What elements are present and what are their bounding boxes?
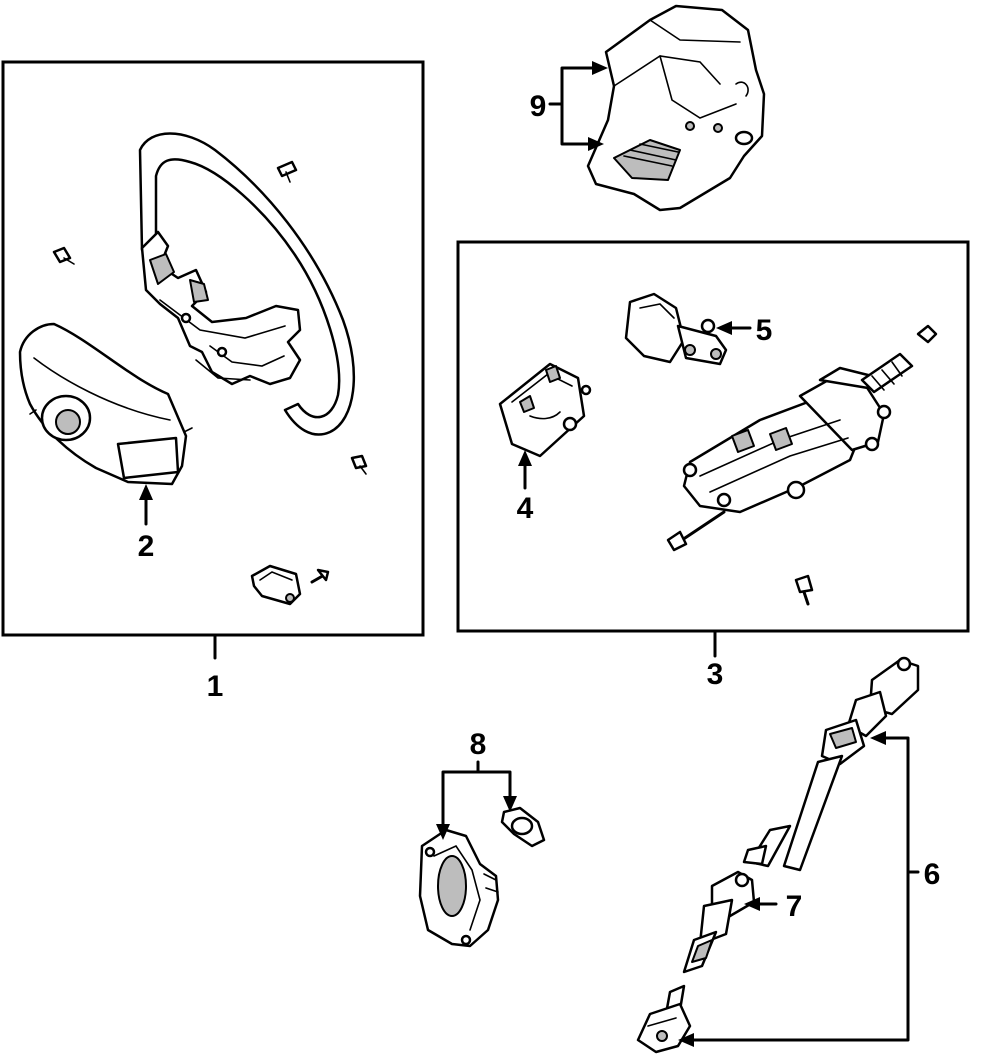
part-4-bracket (498, 362, 592, 458)
callout-6-leader (678, 731, 920, 1047)
callout-7-leader (744, 897, 778, 911)
callout-5: 5 (756, 314, 773, 347)
screw-right (350, 454, 368, 475)
callout-2-leader (139, 484, 153, 526)
intermediate-shaft-upper (742, 656, 920, 872)
group-box-3 (456, 240, 970, 658)
horn-pad-cover (18, 322, 193, 486)
callout-9-leader (548, 61, 608, 151)
callout-6: 6 (924, 858, 941, 891)
callout-8: 8 (470, 728, 487, 761)
group-box-1 (1, 60, 425, 660)
screw-top (276, 160, 298, 183)
callout-1: 1 (207, 670, 224, 703)
part-7-joint (682, 870, 756, 974)
steering-column-assembly (666, 324, 938, 552)
part-9-column-cover (586, 4, 766, 212)
screw-left (52, 246, 75, 265)
steering-wheel (138, 132, 356, 436)
column-bolt (794, 574, 814, 606)
callout-2: 2 (138, 530, 155, 563)
bolt-bottom (310, 568, 330, 584)
callout-8-leader (436, 760, 517, 840)
callout-7: 7 (786, 890, 803, 923)
callout-5-leader (716, 321, 752, 335)
callout-4-leader (518, 450, 532, 490)
callout-9: 9 (530, 90, 547, 123)
part-5-lock-sensor (624, 292, 728, 366)
lower-joint (636, 984, 692, 1054)
part-8-boot-seal (418, 806, 546, 948)
steering-switch (250, 564, 302, 606)
callout-4: 4 (517, 492, 534, 525)
callout-3: 3 (707, 658, 724, 691)
